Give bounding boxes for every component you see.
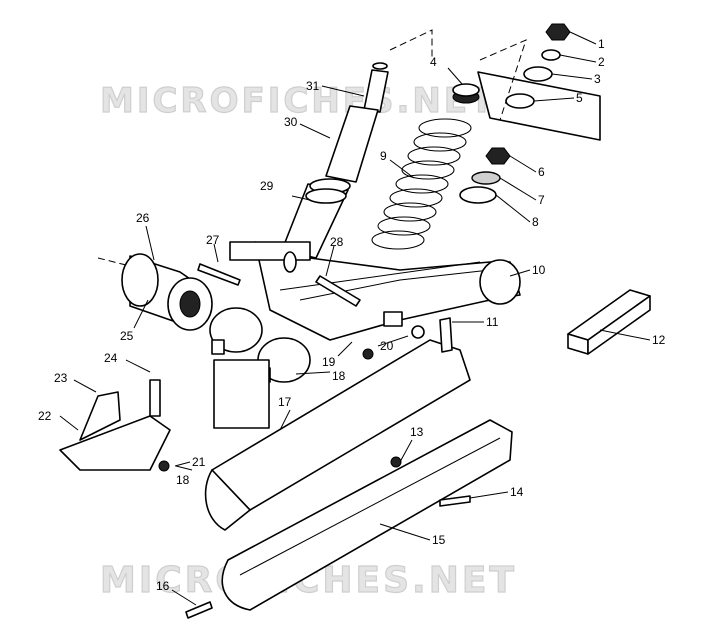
screw-14 (439, 495, 471, 507)
callout-20: 20 (380, 339, 394, 353)
axle-rod (315, 275, 361, 307)
swing-arm-pivot (479, 259, 521, 305)
pivot-bolt (197, 263, 241, 286)
lock-washer (541, 49, 561, 61)
bolt-11 (439, 317, 453, 353)
callout-24: 24 (104, 351, 118, 365)
callout-10: 10 (532, 263, 546, 277)
callout-15: 15 (432, 533, 446, 547)
shock-body-upper (325, 105, 379, 183)
rubber-bushing-upper (505, 93, 535, 109)
spring-retainer-top (452, 83, 480, 97)
swing-arm (197, 241, 521, 341)
clamp-tab-1 (211, 339, 225, 355)
flat-washer (523, 66, 553, 82)
screw-16 (185, 601, 213, 619)
leader-lines (59, 31, 651, 606)
rivet-13 (390, 456, 402, 468)
callout-2: 2 (598, 55, 605, 69)
callout-19: 19 (322, 355, 336, 369)
callout-18-clamp: 18 (332, 369, 346, 383)
callout-14: 14 (510, 485, 524, 499)
callout-30: 30 (284, 115, 298, 129)
callout-8: 8 (532, 215, 539, 229)
callout-7: 7 (538, 193, 545, 207)
callout-3: 3 (594, 72, 601, 86)
callout-31: 31 (306, 79, 320, 93)
callout-5: 5 (576, 91, 583, 105)
callout-9: 9 (380, 149, 387, 163)
callout-6: 6 (538, 165, 545, 179)
bracket-base (59, 415, 171, 471)
callout-21: 21 (192, 455, 206, 469)
housing-flange (121, 253, 159, 307)
washer-lower (471, 171, 501, 185)
callout-23: 23 (54, 371, 68, 385)
callout-1: 1 (598, 37, 605, 51)
callout-13: 13 (410, 425, 424, 439)
callout-27: 27 (206, 233, 220, 247)
align-line-2 (479, 39, 527, 121)
watermark-top: MICROFICHES.NET (100, 81, 496, 121)
callout-18-bracket: 18 (176, 473, 190, 487)
callout-12: 12 (652, 333, 666, 347)
callout-29: 29 (260, 179, 274, 193)
callout-25: 25 (120, 329, 134, 343)
callout-22: 22 (38, 409, 52, 423)
callout-16: 16 (156, 579, 170, 593)
chain-guard (185, 339, 513, 619)
align-line-3 (97, 257, 131, 267)
shock-absorber-assembly (281, 23, 601, 259)
nut-19 (362, 348, 374, 360)
nut-20 (411, 325, 425, 339)
square-tube (567, 289, 651, 355)
bracket-arm (79, 391, 121, 441)
coil-spring (371, 118, 472, 250)
bearing-housing (97, 253, 213, 331)
guard-plate (213, 359, 270, 429)
guard-lower (221, 419, 513, 611)
callout-labels: 1 2 3 4 5 6 7 8 9 10 11 12 13 14 15 16 1… (38, 37, 666, 593)
bracket-clip (383, 311, 403, 327)
shock-rod (363, 69, 389, 113)
foot-bracket (59, 379, 171, 472)
nut-18 (158, 460, 170, 472)
dashed-box (229, 241, 311, 261)
tube-side (587, 295, 651, 355)
callout-11: 11 (486, 315, 499, 329)
upper-mount-bracket (477, 71, 601, 141)
clamps (209, 307, 311, 383)
bushing-lower (459, 186, 497, 204)
shock-collar-2 (305, 188, 347, 204)
nut-top (545, 23, 571, 41)
rod-end (283, 251, 297, 273)
guard-front (204, 469, 251, 531)
callout-26: 26 (136, 211, 150, 225)
callout-4: 4 (430, 55, 437, 69)
callout-17: 17 (278, 395, 292, 409)
shock-rod-tip (372, 62, 388, 70)
align-line-1 (389, 29, 433, 60)
housing-bore (179, 290, 201, 318)
swing-arm-body (254, 241, 521, 341)
bolt-24 (149, 379, 161, 417)
nut-lower (485, 147, 511, 165)
callout-28: 28 (330, 235, 344, 249)
